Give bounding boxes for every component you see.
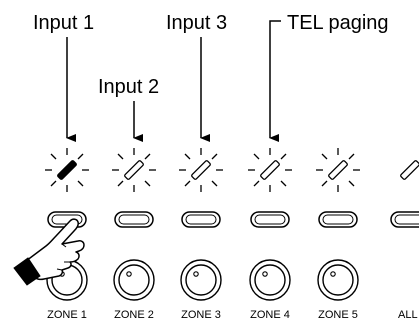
arrow-down-icon: [269, 20, 281, 142]
zone-3-button[interactable]: [181, 211, 221, 228]
zone-5-label: ZONE 5: [318, 309, 358, 321]
zone-4-group: ZONE 4: [248, 148, 292, 321]
zone-4-button[interactable]: [250, 211, 290, 228]
rotary-knob-icon[interactable]: [180, 259, 222, 301]
zone-all-button[interactable]: [390, 211, 419, 228]
led-indicator-icon: [248, 148, 292, 192]
zone-all-label: ALL: [398, 309, 418, 321]
callout-input-3: Input 3: [166, 12, 227, 34]
zone-3-group: ZONE 3: [179, 148, 223, 321]
zone-3-label: ZONE 3: [181, 309, 221, 321]
rotary-knob-icon[interactable]: [113, 259, 155, 301]
zone-all-group: ALL: [390, 160, 419, 321]
rotary-knob-icon[interactable]: [317, 259, 359, 301]
zone-2-label: ZONE 2: [114, 309, 154, 321]
callout-tel-paging: TEL paging: [287, 12, 389, 34]
zone-2-button[interactable]: [114, 211, 154, 228]
zone-4-label: ZONE 4: [250, 309, 290, 321]
led-indicator-icon: [400, 160, 419, 180]
callout-input-1: Input 1: [33, 12, 94, 34]
zone-2-group: ZONE 2: [112, 148, 156, 321]
zone-5-button[interactable]: [318, 211, 358, 228]
zone-5-group: ZONE 5: [316, 148, 360, 321]
rotary-knob-icon[interactable]: [249, 259, 291, 301]
callout-input-2: Input 2: [98, 76, 159, 98]
zone-1-label: ZONE 1: [47, 309, 87, 321]
pointing-hand-icon: [13, 218, 85, 286]
led-indicator-icon: [45, 148, 89, 192]
led-indicator-icon: [112, 148, 156, 192]
led-indicator-icon: [316, 148, 360, 192]
led-indicator-icon: [179, 148, 223, 192]
